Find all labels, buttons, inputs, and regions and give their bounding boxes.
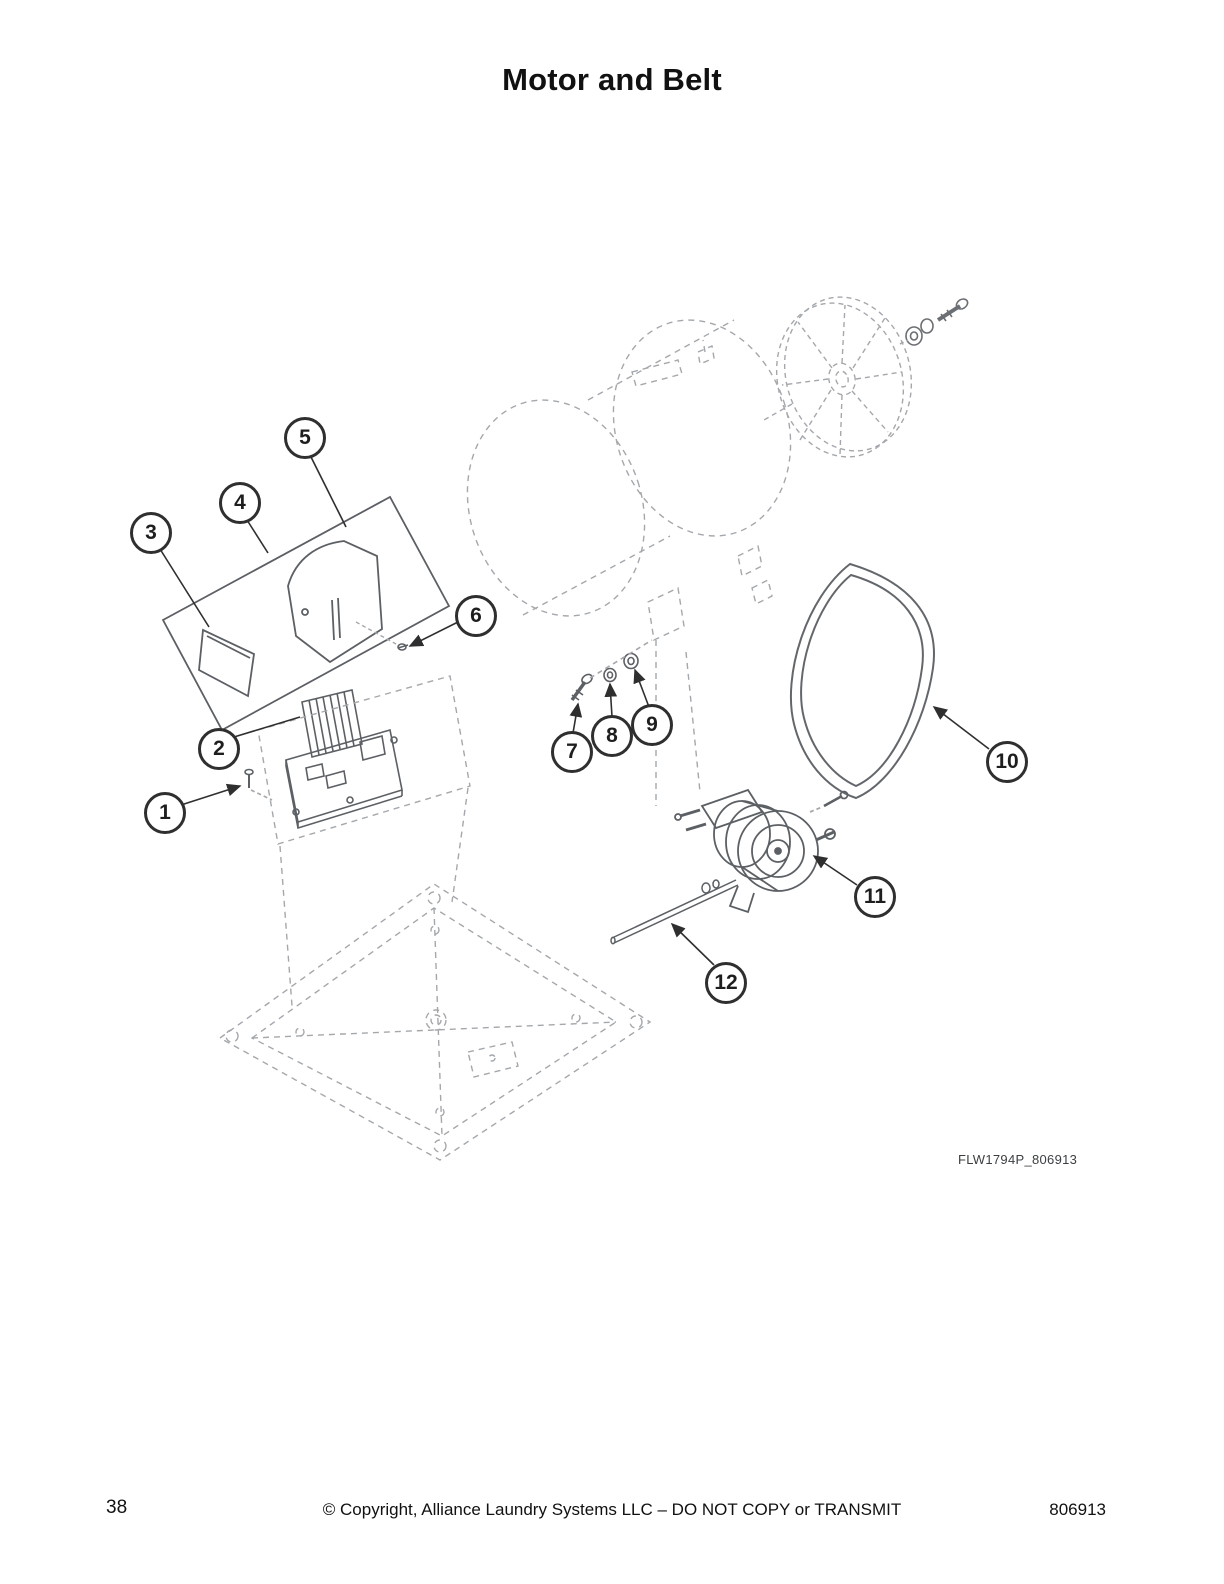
callout-11-label: 11 xyxy=(863,885,887,908)
projection-lines xyxy=(257,640,701,1007)
callout-9-label: 9 xyxy=(646,713,658,736)
callout-5-label: 5 xyxy=(299,426,311,449)
callout-10: 10 xyxy=(986,741,1028,783)
drum-assembly xyxy=(466,319,792,642)
callout-8-label: 8 xyxy=(606,724,618,747)
callout-4: 4 xyxy=(219,482,261,524)
callout-6-label: 6 xyxy=(470,604,482,627)
callout-2: 2 xyxy=(198,728,240,770)
callout-9: 9 xyxy=(631,704,673,746)
figure-code: FLW1794P_806913 xyxy=(958,1152,1078,1167)
footer-page-number: 38 xyxy=(106,1497,128,1518)
belt-cover xyxy=(161,495,451,732)
callout-1: 1 xyxy=(144,792,186,834)
motor-shaft xyxy=(610,879,739,945)
callout-3: 3 xyxy=(130,512,172,554)
callout-5: 5 xyxy=(284,417,326,459)
drive-belt xyxy=(790,562,935,800)
callout-10-label: 10 xyxy=(995,750,1019,773)
mounting-hardware xyxy=(570,639,653,702)
motor-assembly xyxy=(674,788,849,914)
page-title: Motor and Belt xyxy=(502,62,722,97)
control-board xyxy=(285,689,403,830)
callout-8: 8 xyxy=(591,715,633,757)
callout-12: 12 xyxy=(705,962,747,1004)
leader-lines xyxy=(159,456,990,966)
callout-12-label: 12 xyxy=(714,971,738,994)
callout-7-label: 7 xyxy=(566,740,578,763)
drum-pulley xyxy=(763,296,913,458)
callout-2-label: 2 xyxy=(213,737,225,760)
pulley-hardware xyxy=(899,298,969,346)
callout-4-label: 4 xyxy=(234,491,246,514)
footer-copyright: © Copyright, Alliance Laundry Systems LL… xyxy=(322,1500,902,1519)
callout-11: 11 xyxy=(854,876,896,918)
base-plate xyxy=(218,883,652,1161)
board-screw xyxy=(244,768,273,801)
callout-6: 6 xyxy=(455,595,497,637)
callout-1-label: 1 xyxy=(159,801,171,824)
callout-3-label: 3 xyxy=(145,521,157,544)
footer-doc-number: 806913 xyxy=(1049,1500,1106,1519)
callout-7: 7 xyxy=(551,731,593,773)
cover-screw xyxy=(397,643,409,651)
